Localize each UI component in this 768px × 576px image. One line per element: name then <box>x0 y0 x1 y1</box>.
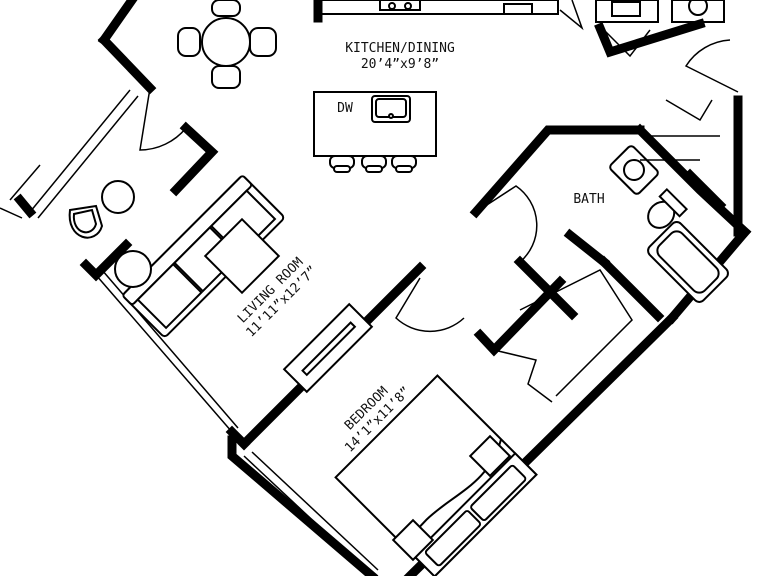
stove <box>379 0 421 11</box>
wall-bath-lower <box>563 228 611 269</box>
door-closet <box>139 87 187 151</box>
closet-shelves <box>519 135 720 397</box>
door-bath <box>475 185 538 263</box>
wall-closet-right <box>169 121 219 197</box>
wall-top-right <box>594 18 706 58</box>
door-entry <box>684 39 739 93</box>
nightstand-1 <box>468 434 512 478</box>
dishwasher-label: DW <box>337 101 353 116</box>
pillow-2 <box>470 464 527 522</box>
dining-table <box>177 0 277 89</box>
chair-left <box>177 27 201 57</box>
stools <box>329 155 417 173</box>
bedroom-furniture <box>334 374 538 576</box>
coffee-table <box>203 217 281 295</box>
side-table <box>101 180 135 214</box>
wall-bath-tub <box>683 168 727 212</box>
bath-fixtures <box>609 145 729 303</box>
wall-living-corner <box>13 193 37 219</box>
living-furniture <box>68 175 374 394</box>
dryer <box>671 0 725 23</box>
kitchen-island <box>313 91 437 173</box>
kitchen-dims: 20’4”x9’8” <box>361 57 439 72</box>
kitchen-label: KITCHEN/DINING <box>345 41 455 56</box>
chair-top <box>211 0 241 17</box>
kitchen-counter <box>317 0 725 23</box>
wall-bath-left <box>513 255 579 321</box>
door-hall <box>665 99 713 122</box>
chair-right <box>249 27 277 57</box>
wall-closet-top <box>97 33 157 95</box>
door-swings <box>139 0 739 403</box>
side-table-2 <box>114 250 152 288</box>
bath-label: BATH <box>573 192 604 207</box>
wall-bedroom-left <box>227 435 379 576</box>
chair-bottom <box>211 65 241 89</box>
pillow-1 <box>424 510 482 567</box>
door-bedroom <box>395 277 465 333</box>
nightstand-2 <box>391 518 435 562</box>
sink-top <box>503 3 533 15</box>
door-utility <box>559 0 584 31</box>
wall-upper-left <box>97 0 138 47</box>
door-bedroom-closet <box>493 349 553 403</box>
wall-bath-top <box>469 125 645 219</box>
washer <box>595 0 659 23</box>
wall-closet-right <box>597 255 665 323</box>
door-closet-top <box>603 29 651 58</box>
